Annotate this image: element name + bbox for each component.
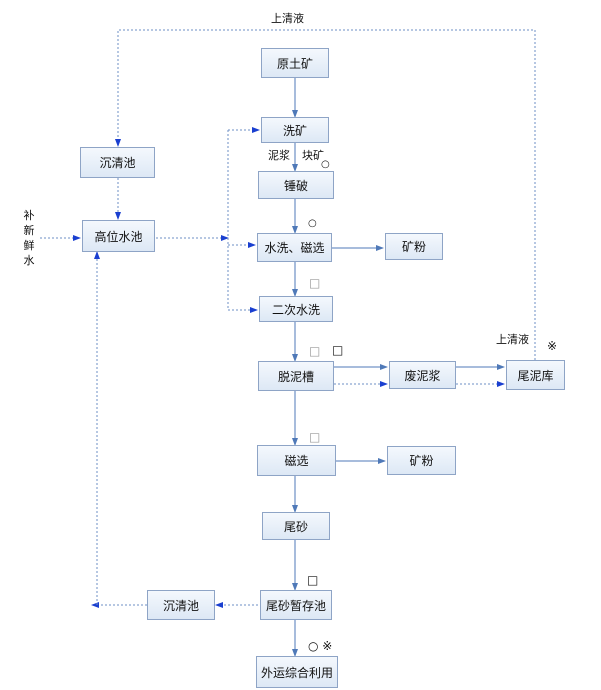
label-mud-slurry: 泥浆: [268, 149, 290, 162]
square-symbol: □: [332, 343, 344, 357]
node-wash-magnetic: 水洗、磁选: [257, 233, 332, 262]
node-magnetic-sep: 磁选: [257, 445, 336, 476]
node-ore-powder-2: 矿粉: [387, 446, 456, 475]
circle-symbol: ○: [321, 159, 330, 170]
circle-hazard-symbol: ○ ※: [308, 639, 333, 653]
node-wash-ore: 洗矿: [261, 117, 329, 143]
label-lump-ore: 块矿: [302, 149, 324, 162]
node-second-wash: 二次水洗: [259, 296, 333, 322]
square-symbol: □: [309, 430, 321, 444]
node-hammer-crush: 锤破: [258, 171, 334, 199]
node-external-use: 外运综合利用: [256, 656, 338, 688]
square-symbol: □: [309, 276, 321, 290]
node-ore-powder-1: 矿粉: [385, 233, 443, 260]
node-desliming-tank: 脱泥槽: [258, 361, 334, 391]
node-tailing-sand: 尾砂: [262, 512, 330, 540]
label-fresh-water-char: 水: [23, 254, 35, 267]
label-supernatant-top: 上清液: [271, 12, 304, 25]
node-sand-temp-pool: 尾砂暂存池: [260, 590, 332, 620]
node-tailings-pond: 尾泥库: [506, 360, 565, 390]
node-settling-pool-top: 沉清池: [80, 147, 155, 178]
hazard-symbol: ※: [547, 339, 558, 353]
node-settling-pool-bottom: 沉清池: [147, 590, 215, 620]
square-symbol: □: [307, 573, 319, 587]
node-raw-ore: 原土矿: [261, 48, 329, 78]
label-fresh-water-char: 补: [23, 209, 35, 222]
label-fresh-water-char: 新: [23, 224, 35, 237]
node-waste-slurry: 废泥浆: [389, 361, 456, 389]
label-supernatant-right: 上清液: [496, 333, 529, 346]
supernatant-return-line: [115, 29, 536, 360]
circle-symbol: ○: [308, 218, 317, 229]
square-symbol: □: [309, 344, 321, 358]
node-high-water-pool: 高位水池: [82, 220, 155, 252]
label-fresh-water-char: 鲜: [23, 239, 35, 252]
